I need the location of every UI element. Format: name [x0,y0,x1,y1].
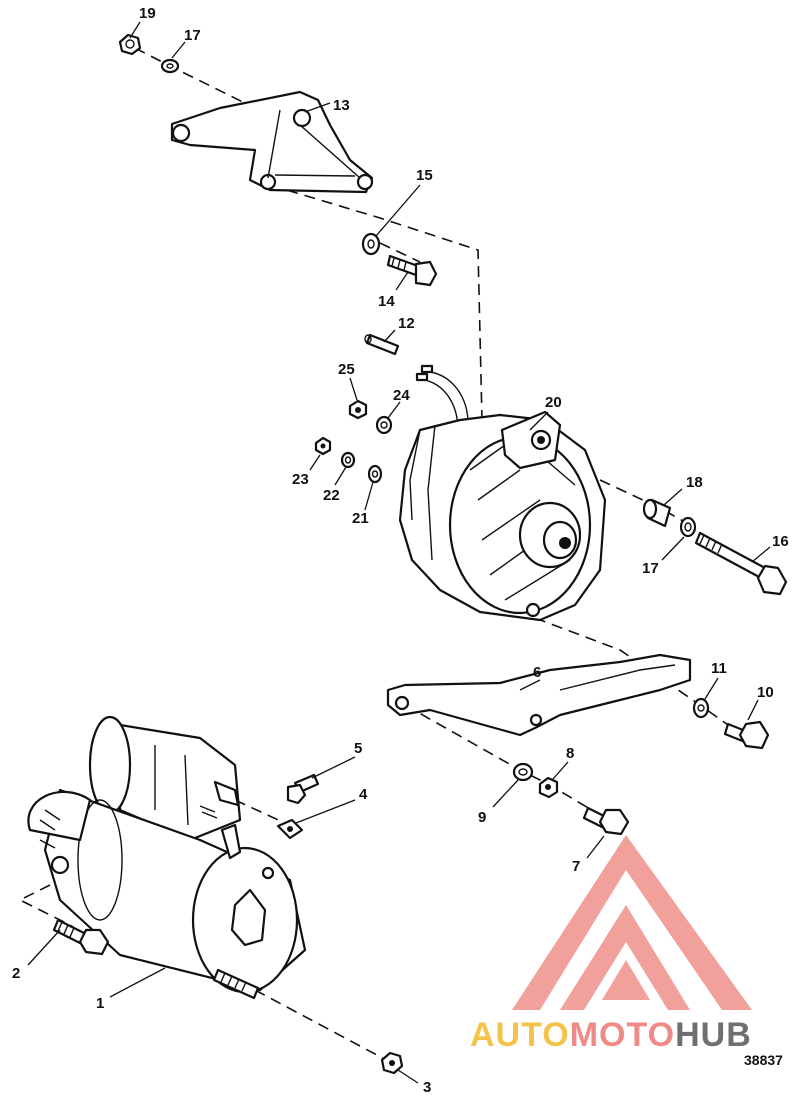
callout-25: 25 [338,361,355,378]
spacer-18 [642,498,672,528]
callout-20: 20 [545,394,562,411]
nut-23 [314,436,332,456]
callout-12: 12 [398,315,415,332]
callout-numbers: 19 17 13 15 14 12 25 24 20 23 22 21 18 1… [12,5,789,1096]
callout-17-top: 17 [184,27,201,44]
callout-16: 16 [772,533,789,550]
washer-17-top [160,58,180,74]
lockwasher-11 [692,697,710,719]
nut-25 [348,399,368,420]
bolt-14 [386,254,438,287]
callout-13: 13 [333,97,350,114]
alternator-20 [398,410,607,622]
callout-17-right: 17 [642,560,659,577]
callout-5: 5 [354,740,362,757]
callout-21: 21 [352,510,369,527]
bolt-7 [582,806,630,836]
adjusting-brace-6 [386,653,692,737]
leader-lines [27,21,771,1084]
callout-19: 19 [139,5,156,22]
callout-7: 7 [572,858,580,875]
washer-17-right [679,516,697,538]
callout-10: 10 [757,684,774,701]
washer-9 [512,762,534,782]
starter-stud [212,968,260,1000]
callout-22: 22 [323,487,340,504]
bolt-16 [694,531,788,596]
nut-8 [538,776,559,799]
callout-23: 23 [292,471,309,488]
lockwasher-22 [340,451,356,469]
lockwasher-15 [361,232,381,256]
callout-6: 6 [533,664,541,681]
callout-4: 4 [359,786,368,803]
reference-number: 38837 [744,1052,783,1068]
pin-12 [364,333,400,356]
callout-18: 18 [686,474,703,491]
callout-15: 15 [416,167,433,184]
washer-21 [367,464,383,484]
bolt-5 [286,773,320,805]
bolt-2 [52,918,110,956]
callout-1: 1 [96,995,104,1012]
callout-9: 9 [478,809,486,826]
callout-14: 14 [378,293,395,310]
callout-2: 2 [12,965,20,982]
watermark-text: AUTOMOTOHUB [470,1016,752,1054]
callout-24: 24 [393,387,410,404]
washer-24 [375,415,393,435]
callout-8: 8 [566,745,574,762]
bolt-10 [723,720,770,750]
callout-11: 11 [711,660,727,677]
callout-3: 3 [423,1079,431,1096]
nut-3 [380,1051,404,1075]
square-nut-4 [276,818,304,840]
starter-motor-1 [27,715,307,994]
bracket-13 [170,90,374,194]
automotohub-logo [512,835,752,1010]
nut-19 [118,33,142,56]
